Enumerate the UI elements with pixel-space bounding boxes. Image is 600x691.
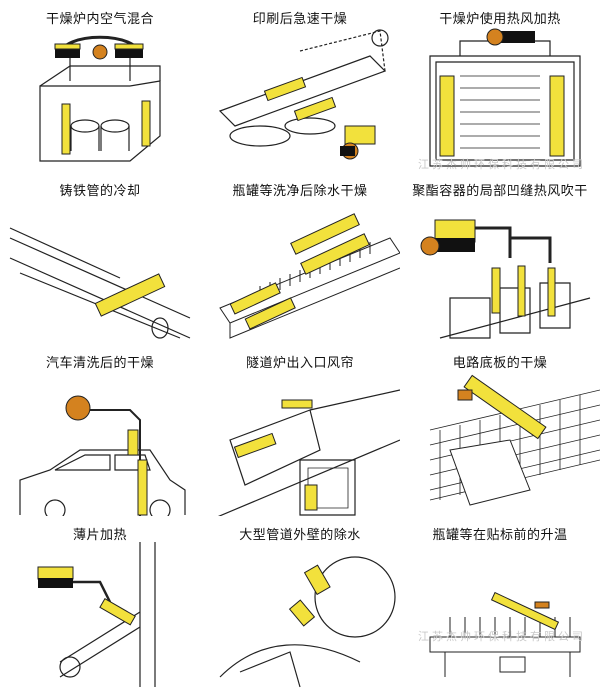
cell-circuit-board-drying: 电路底板的干燥 (400, 344, 600, 516)
caption-bottle-wash-drying: 瓶罐等洗净后除水干燥 (232, 184, 368, 199)
polyester-container-drying-illustration (400, 198, 600, 344)
caption-sheet-heating: 薄片加热 (72, 528, 127, 543)
watermark-company-top: 江苏杰帅环保科技有限公司 (418, 158, 586, 171)
cell-sheet-heating: 薄片加热 (0, 516, 200, 688)
caption-car-wash-drying: 汽车清洗后的干燥 (45, 356, 154, 371)
cell-polyester-container-drying: 聚酯容器的局部凹缝热风吹干 (400, 172, 600, 344)
tunnel-oven-air-curtain-illustration (200, 370, 400, 516)
cell-oven-hot-air-heating: 干燥炉使用热风加热 (400, 0, 600, 172)
car-wash-drying-illustration (0, 370, 200, 516)
caption-bottle-pre-label-heating: 瓶罐等在贴标前的升温 (432, 528, 568, 543)
caption-circuit-board-drying: 电路底板的干燥 (452, 356, 548, 371)
caption-oven-hot-air-heating: 干燥炉使用热风加热 (439, 12, 561, 27)
cell-tunnel-oven-air-curtain: 隧道炉出入口风帘 (200, 344, 400, 516)
cast-iron-pipe-cooling-illustration (0, 198, 200, 344)
cell-car-wash-drying: 汽车清洗后的干燥 (0, 344, 200, 516)
cell-cast-iron-pipe-cooling: 铸铁管的冷却 (0, 172, 200, 344)
cell-large-pipe-dewatering: 大型管道外壁的除水 (200, 516, 400, 688)
oven-hot-air-heating-illustration (400, 26, 600, 172)
bottle-pre-label-heating-illustration (400, 542, 600, 688)
caption-print-quick-drying: 印刷后急速干燥 (252, 12, 348, 27)
watermark-company-bottom: 江苏杰帅环保科技有限公司 (418, 630, 586, 643)
sheet-heating-illustration (0, 542, 200, 688)
cell-oven-air-mixing: 干燥炉内空气混合 (0, 0, 200, 172)
caption-oven-air-mixing: 干燥炉内空气混合 (45, 12, 154, 27)
cell-bottle-pre-label-heating: 瓶罐等在贴标前的升温 (400, 516, 600, 688)
cell-bottle-wash-drying: 瓶罐等洗净后除水干燥 (200, 172, 400, 344)
caption-polyester-container-drying: 聚酯容器的局部凹缝热风吹干 (412, 184, 588, 199)
oven-air-mixing-illustration (0, 26, 200, 172)
bottle-wash-drying-illustration (200, 198, 400, 344)
circuit-board-drying-illustration (400, 370, 600, 516)
caption-cast-iron-pipe-cooling: 铸铁管的冷却 (59, 184, 141, 199)
caption-tunnel-oven-air-curtain: 隧道炉出入口风帘 (245, 356, 354, 371)
print-quick-drying-illustration (200, 26, 400, 172)
caption-large-pipe-dewatering: 大型管道外壁的除水 (239, 528, 361, 543)
cell-print-quick-drying: 印刷后急速干燥 (200, 0, 400, 172)
large-pipe-dewatering-illustration (200, 542, 400, 688)
